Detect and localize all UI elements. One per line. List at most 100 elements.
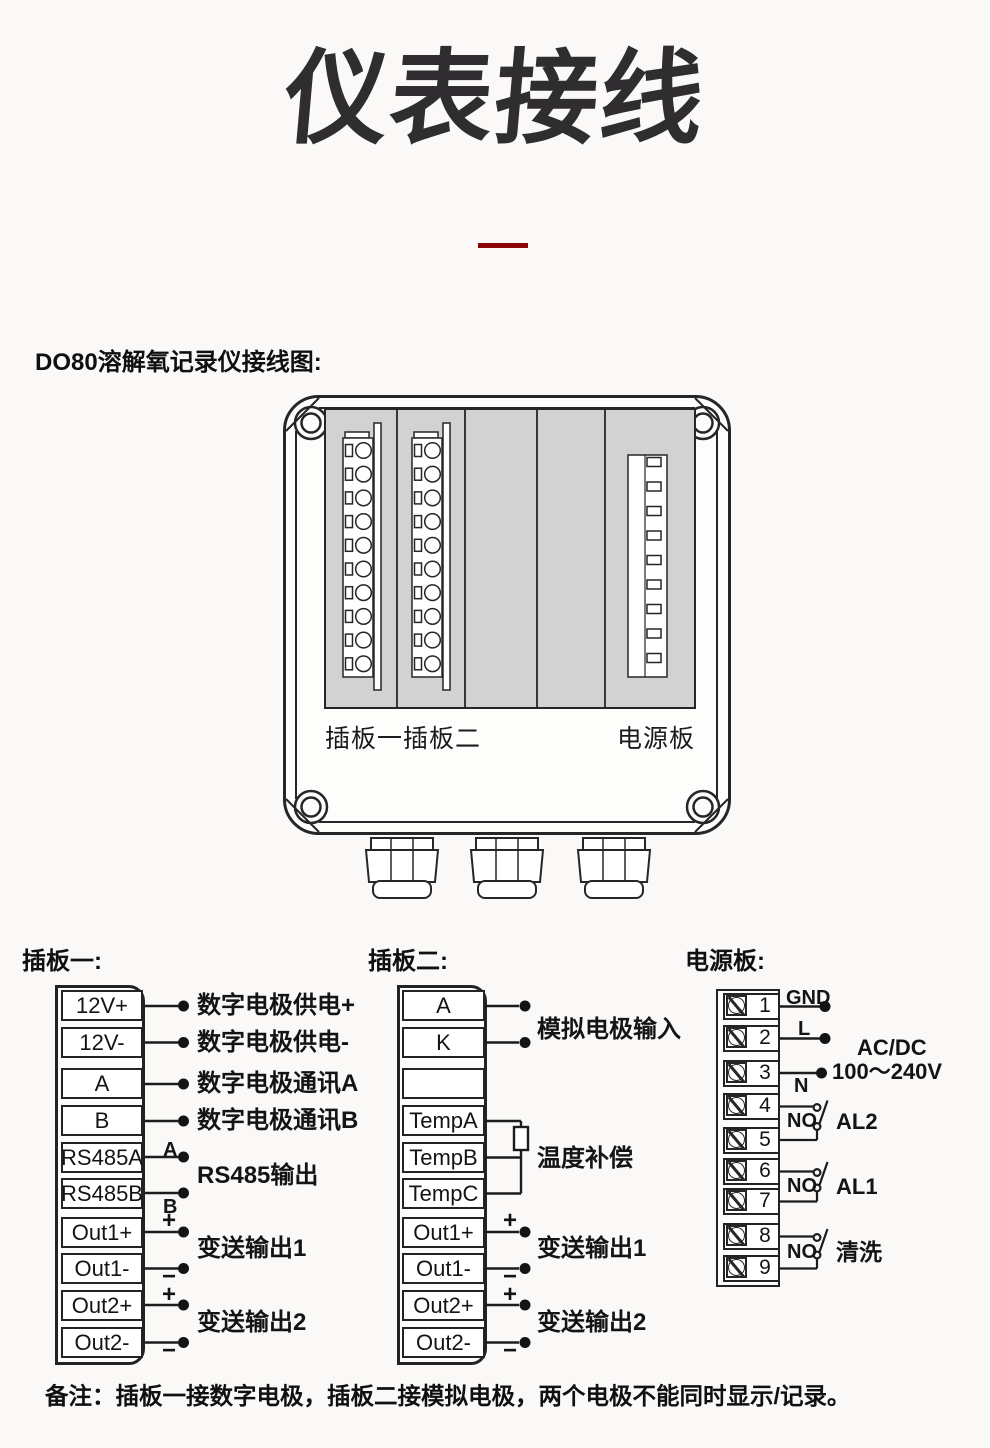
terminal-cell: A: [402, 990, 485, 1021]
power-terminal-row: 4: [723, 1093, 780, 1120]
wire-lines: [780, 1001, 831, 1079]
wire-label: 数字电极供电+: [197, 992, 356, 1019]
terminal-number: 7: [759, 1189, 771, 1212]
polarity-plus-mark: +: [503, 1207, 518, 1234]
terminal-cell: RS485B: [61, 1178, 143, 1209]
polarity-minus-mark: −: [162, 1337, 177, 1364]
gnd-label: GND: [786, 987, 831, 1009]
terminal-cell: TempA: [402, 1105, 485, 1136]
relay-contact-clean: [780, 1228, 829, 1270]
device-slot-label-board1: 插板一: [325, 726, 404, 753]
terminal-cell: TempC: [402, 1178, 485, 1209]
power-terminal-row: 8: [723, 1223, 780, 1250]
polarity-plus-mark: +: [162, 1207, 177, 1234]
screw-icon: [726, 1257, 747, 1278]
terminal-number: 6: [759, 1159, 771, 1182]
power-terminal-row: 1: [723, 993, 780, 1020]
relay-contact-al2: [780, 1100, 829, 1142]
polarity-minus-mark: −: [503, 1337, 518, 1364]
screw-icon: [726, 995, 747, 1016]
terminal-number: 5: [759, 1128, 771, 1151]
terminal-number: 8: [759, 1224, 771, 1247]
terminal-number: 9: [759, 1256, 771, 1279]
power-terminal-row: 2: [723, 1025, 780, 1052]
device-slot-label-board2: 插板二: [403, 726, 482, 753]
al2-label: AL2: [836, 1109, 878, 1134]
terminal-cell: A: [61, 1068, 143, 1099]
board1-wires: [145, 1000, 189, 1348]
power-heading: 电源板:: [685, 948, 765, 975]
terminal-cell: Out1-: [402, 1253, 485, 1284]
wire-label: 数字电极通讯B: [197, 1107, 359, 1134]
power-terminal-row: 5: [723, 1127, 780, 1154]
terminal-cell: Out2+: [402, 1290, 485, 1321]
diagram-caption: DO80溶解氧记录仪接线图:: [35, 349, 322, 376]
acdc-label: AC/DC: [857, 1035, 927, 1060]
wire-lines: [485, 1000, 531, 1348]
board2-heading: 插板二:: [368, 948, 448, 975]
wire-label: 温度补偿: [537, 1145, 633, 1172]
power-terminal-row: 9: [723, 1255, 780, 1282]
terminal-cell: 12V+: [61, 990, 143, 1021]
clean-relay-label: 清洗: [836, 1239, 882, 1265]
wire-lines: [145, 1000, 189, 1348]
wire-label: RS485输出: [197, 1162, 319, 1189]
page-title-text: 仪表接线: [280, 41, 711, 156]
device-illustration: [283, 395, 731, 899]
terminal-number: 2: [759, 1026, 771, 1049]
rs485-b-mark: B: [163, 1196, 178, 1218]
wire-label: 变送输出1: [537, 1235, 647, 1262]
board1-heading: 插板一:: [22, 948, 102, 975]
power-terminal-row: 3: [723, 1060, 780, 1087]
terminal-cell: Out1-: [61, 1253, 143, 1284]
polarity-minus-mark: −: [503, 1263, 518, 1290]
terminal-cell: Out2-: [61, 1327, 143, 1358]
terminal-cell: K: [402, 1027, 485, 1058]
terminal-number: 4: [759, 1094, 771, 1117]
terminal-cell: RS485A: [61, 1142, 143, 1173]
terminal-cell: Out2-: [402, 1327, 485, 1358]
neutral-label: N: [794, 1075, 809, 1097]
power-terminal-row: 7: [723, 1188, 780, 1215]
cable-gland-icon: [469, 837, 545, 899]
relay-contact-al1: [780, 1161, 829, 1203]
wire-label: 变送输出2: [537, 1309, 647, 1336]
terminal-number: 1: [759, 994, 771, 1017]
screw-icon: [726, 1095, 747, 1116]
no-contact-label: NO: [787, 1175, 817, 1197]
footnote: 备注：插板一接数字电极，插板二接模拟电极，两个电极不能同时显示/记录。: [45, 1383, 851, 1409]
terminal-cell: TempB: [402, 1142, 485, 1173]
wire-label: 模拟电极输入: [537, 1016, 681, 1043]
terminal-strip-drawing: [342, 422, 382, 691]
title-divider: [478, 243, 528, 248]
power-wires: [780, 1001, 831, 1270]
terminal-cell: Out1+: [402, 1217, 485, 1248]
wire-label: 数字电极供电-: [197, 1029, 349, 1056]
terminal-cell: [402, 1068, 485, 1099]
no-contact-label: NO: [787, 1110, 817, 1132]
terminal-cell: Out1+: [61, 1217, 143, 1248]
voltage-range-label: 100～240V: [832, 1059, 943, 1084]
board2-wires: [485, 1000, 531, 1348]
screw-icon: [726, 1062, 747, 1083]
terminal-cell: 12V-: [61, 1027, 143, 1058]
polarity-minus-mark: −: [162, 1263, 177, 1290]
screw-icon: [726, 1129, 747, 1150]
wire-label: 数字电极通讯A: [197, 1070, 359, 1097]
rs485-a-mark: A: [163, 1139, 178, 1161]
cable-gland-icon: [364, 837, 440, 899]
screw-icon: [726, 1225, 747, 1246]
page-title: 仪表接线: [0, 40, 990, 158]
screw-icon: [726, 1190, 747, 1211]
terminal-number: 3: [759, 1061, 771, 1084]
no-contact-label: NO: [787, 1241, 817, 1263]
device-slot-label-power: 电源板: [617, 726, 696, 753]
resistor-symbol: [512, 1125, 530, 1152]
al1-label: AL1: [836, 1174, 878, 1199]
power-strip-drawing: [627, 454, 668, 678]
terminal-cell: Out2+: [61, 1290, 143, 1321]
screw-icon: [726, 1027, 747, 1048]
cable-gland-icon: [576, 837, 652, 899]
wire-label: 变送输出1: [197, 1235, 307, 1262]
screw-icon: [726, 1160, 747, 1181]
